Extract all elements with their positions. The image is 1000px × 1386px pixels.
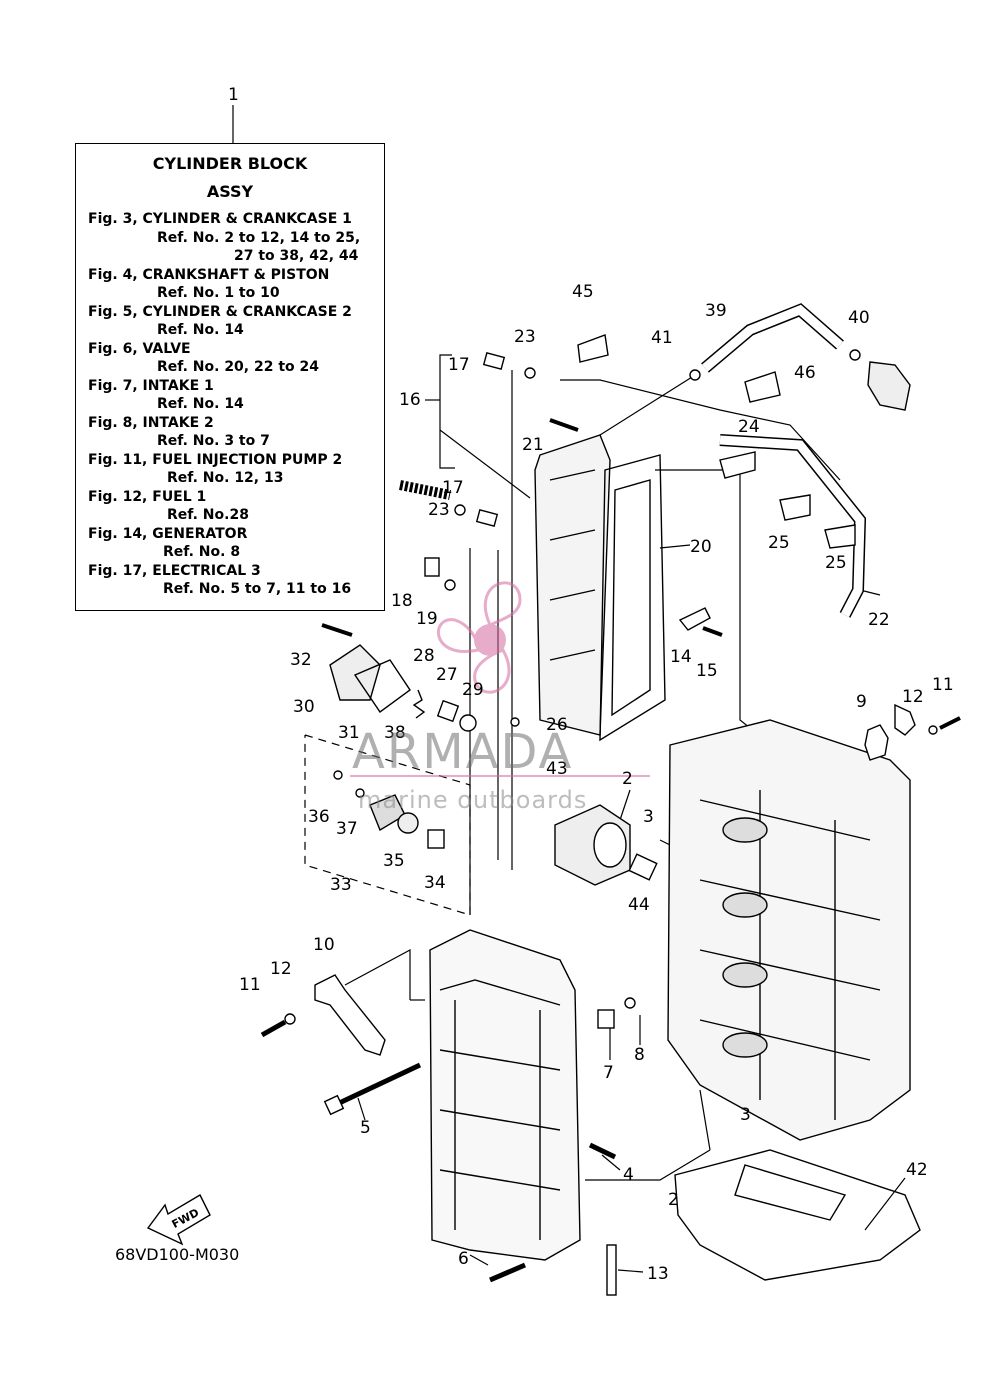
callout-33: 33 xyxy=(330,875,352,895)
callout-18: 18 xyxy=(391,591,413,611)
callout-40: 40 xyxy=(848,308,870,328)
callout-35: 35 xyxy=(383,851,405,871)
callout-10: 10 xyxy=(313,935,335,955)
callout-11a: 11 xyxy=(239,975,261,995)
fwd-arrow-icon: FWD xyxy=(146,1194,211,1246)
callout-42: 42 xyxy=(906,1160,928,1180)
callout-17b: 17 xyxy=(442,478,464,498)
legend-line: Ref. No. 20, 22 to 24 xyxy=(157,359,320,375)
callout-46: 46 xyxy=(794,363,816,383)
callout-12b: 12 xyxy=(902,687,924,707)
legend-line: Ref. No.28 xyxy=(167,507,249,523)
armada-logo-icon xyxy=(350,581,650,777)
legend-line: Fig. 4, CRANKSHAFT & PISTON xyxy=(88,267,330,283)
legend-line: Ref. No. 12, 13 xyxy=(167,470,284,486)
callout-38: 38 xyxy=(384,723,406,743)
callout-19: 19 xyxy=(416,609,438,629)
callout-23b: 23 xyxy=(428,500,450,520)
legend-line: Fig. 17, ELECTRICAL 3 xyxy=(88,563,261,579)
callout-34: 34 xyxy=(424,873,446,893)
callout-37: 37 xyxy=(336,819,358,839)
callout-41: 41 xyxy=(651,328,673,348)
legend-line: Fig. 8, INTAKE 2 xyxy=(88,415,214,431)
legend-line: Fig. 12, FUEL 1 xyxy=(88,489,207,505)
callout-16: 16 xyxy=(399,390,421,410)
callout-25a: 25 xyxy=(768,533,790,553)
legend-line: Fig. 3, CYLINDER & CRANKCASE 1 xyxy=(88,211,352,227)
callout-27: 27 xyxy=(436,665,458,685)
callout-45: 45 xyxy=(572,282,594,302)
callout-28: 28 xyxy=(413,646,435,666)
legend-line: Ref. No. 14 xyxy=(157,396,244,412)
legend-line: Ref. No. 14 xyxy=(157,322,244,338)
callout-13: 13 xyxy=(647,1264,669,1284)
callout-25b: 25 xyxy=(825,553,847,573)
legend-line: Ref. No. 1 to 10 xyxy=(157,285,280,301)
legend-line: 27 to 38, 42, 44 xyxy=(234,248,359,264)
legend-line: Fig. 6, VALVE xyxy=(88,341,191,357)
legend-subtitle: ASSY xyxy=(206,182,254,201)
callout-15: 15 xyxy=(696,661,718,681)
callout-29: 29 xyxy=(462,680,484,700)
legend-line: Fig. 7, INTAKE 1 xyxy=(88,378,214,394)
callout-11b: 11 xyxy=(932,675,954,695)
watermark-tagline: marine outboards xyxy=(358,786,588,814)
callout-4: 4 xyxy=(623,1165,634,1185)
callout-43: 43 xyxy=(546,759,568,779)
callout-3b: 3 xyxy=(740,1105,751,1125)
callout-14: 14 xyxy=(670,647,692,667)
callout-5: 5 xyxy=(360,1118,371,1138)
callout-23a: 23 xyxy=(514,327,536,347)
callout-17a: 17 xyxy=(448,355,470,375)
callout-2b: 2 xyxy=(668,1190,679,1210)
callout-21: 21 xyxy=(522,435,544,455)
callout-20: 20 xyxy=(690,537,712,557)
callout-32: 32 xyxy=(290,650,312,670)
callout-6: 6 xyxy=(458,1249,469,1269)
reference-legend-box: CYLINDER BLOCK ASSY Fig. 3, CYLINDER & C… xyxy=(75,143,385,611)
callout-26: 26 xyxy=(546,715,568,735)
callout-3a: 3 xyxy=(643,807,654,827)
callout-31: 31 xyxy=(338,723,360,743)
callout-12a: 12 xyxy=(270,959,292,979)
callout-36: 36 xyxy=(308,807,330,827)
diagram-code: 68VD100-M030 xyxy=(115,1245,240,1264)
legend-line: Fig. 14, GENERATOR xyxy=(88,526,248,542)
callout-9: 9 xyxy=(856,692,867,712)
callout-8: 8 xyxy=(634,1045,645,1065)
legend-line: Ref. No. 8 xyxy=(163,544,241,560)
callout-2a: 2 xyxy=(622,769,633,789)
callout-22: 22 xyxy=(868,610,890,630)
callout-24: 24 xyxy=(738,417,760,437)
legend-line: Fig. 5, CYLINDER & CRANKCASE 2 xyxy=(88,304,352,320)
legend-title: CYLINDER BLOCK xyxy=(152,154,308,173)
callout-39: 39 xyxy=(705,301,727,321)
watermark-brand: ARMADA xyxy=(352,724,574,780)
legend-line: Ref. No. 5 to 7, 11 to 16 xyxy=(163,581,352,597)
legend-line: Fig. 11, FUEL INJECTION PUMP 2 xyxy=(88,452,343,468)
legend-line: Ref. No. 2 to 12, 14 to 25, xyxy=(157,230,361,246)
callout-7: 7 xyxy=(603,1063,614,1083)
callout-44: 44 xyxy=(628,895,650,915)
callout-30: 30 xyxy=(293,697,315,717)
callout-1: 1 xyxy=(228,85,239,105)
legend-line: Ref. No. 3 to 7 xyxy=(157,433,270,449)
